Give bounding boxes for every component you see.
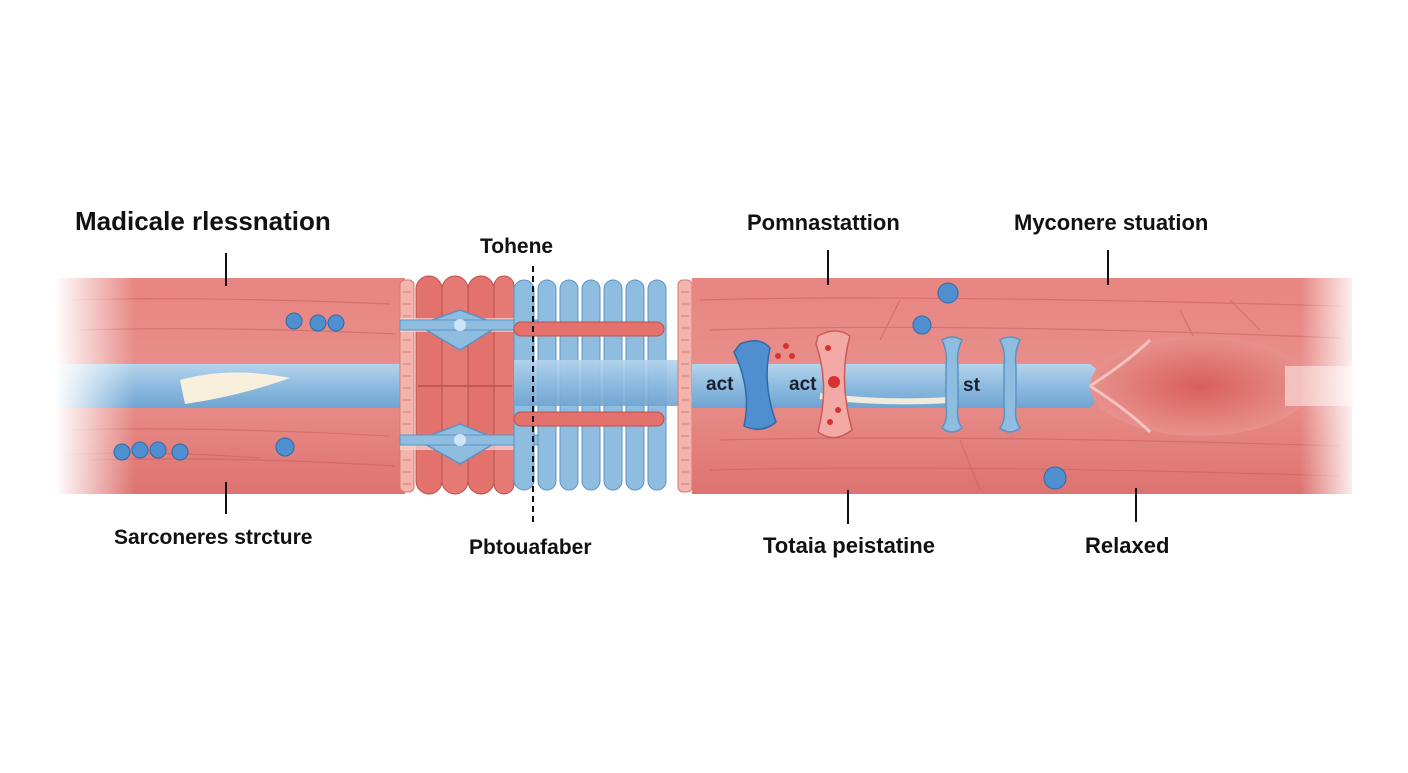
blue-column-block: [513, 279, 682, 491]
label-top-center: Tohene: [480, 235, 554, 258]
label-top-right-2: Myconere stuation: [1014, 210, 1209, 235]
leader-lines: [225, 250, 1137, 524]
inline-label-st: st: [963, 375, 980, 396]
label-bottom-right-1: Totaia peistatine: [763, 533, 935, 558]
myosin-cross-bridges: [940, 336, 1022, 433]
marker-dots: [113, 282, 1067, 490]
right-muscle-band: [692, 278, 1360, 494]
inline-label-act-2: act: [789, 374, 817, 395]
diagram-title: Madicale rlessnation: [75, 206, 331, 236]
label-bottom-center: Pbtouafaber: [469, 536, 592, 559]
actin-shape-red: [775, 330, 853, 439]
actin-shape-blue: [733, 340, 777, 430]
inline-label-act-1: act: [706, 374, 734, 395]
contracted-bulge: [1090, 336, 1310, 436]
left-muscle-band: [55, 278, 405, 494]
blue-diamond-connectors: [399, 309, 541, 465]
label-bottom-right-2: Relaxed: [1085, 533, 1170, 558]
label-top-right-1: Pomnastattion: [747, 210, 900, 235]
label-bottom-left: Sarconeres strcture: [114, 526, 313, 549]
